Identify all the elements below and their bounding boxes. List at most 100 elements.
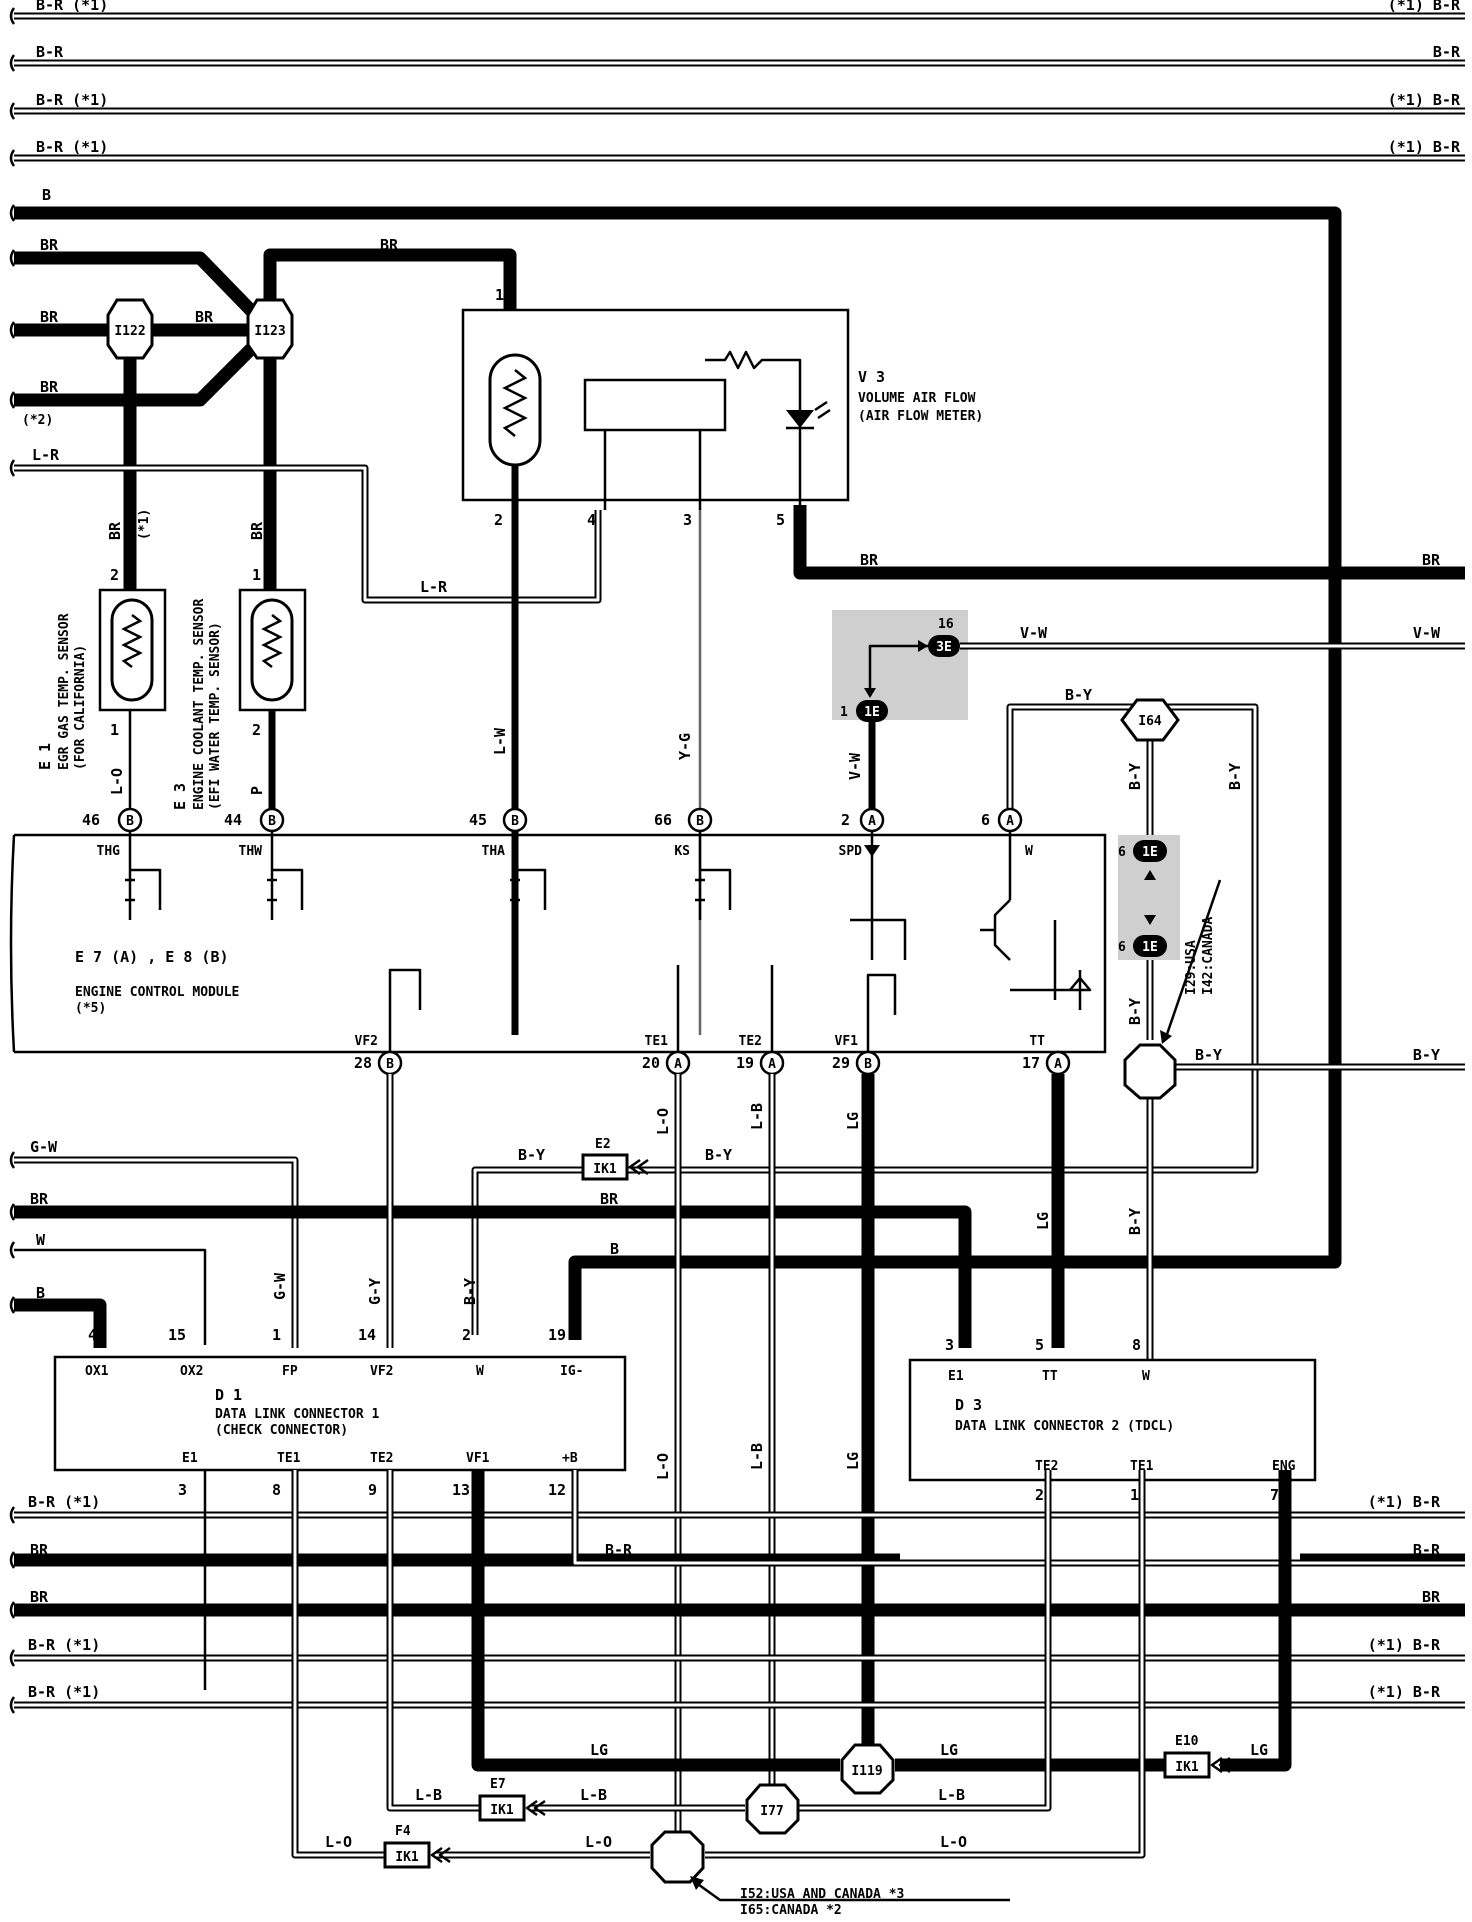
wire-label: L-O (585, 1833, 612, 1851)
svg-text:2: 2 (462, 1326, 471, 1344)
connector-pin: 1 (840, 705, 848, 720)
bus-top-2-right: B-R (1433, 43, 1461, 61)
wire-label: L-B (748, 1443, 766, 1470)
junction-note: I42:CANADA (1201, 917, 1216, 995)
pin-label: 4 (587, 511, 596, 529)
bus-top-4-right: (*1) B-R (1388, 138, 1461, 156)
svg-text:2: 2 (841, 811, 850, 829)
svg-text:W: W (1142, 1369, 1150, 1384)
top-bus (9, 7, 1465, 1340)
connector-pin: 16 (938, 617, 954, 632)
component-name: DATA LINK CONNECTOR 2 (TDCL) (955, 1419, 1174, 1434)
wire-label: L-B (938, 1786, 965, 1804)
wire-label: LG (1034, 1212, 1052, 1230)
wire-label: B (36, 1284, 45, 1302)
bus-label: BR (1422, 1588, 1441, 1606)
wire-label: L-B (415, 1786, 442, 1804)
svg-text:THW: THW (239, 844, 263, 859)
svg-text:20: 20 (642, 1054, 660, 1072)
svg-text:7: 7 (1270, 1486, 1279, 1504)
bus-label: B-R (*1) (28, 1683, 100, 1701)
bus-top-1-right: (*1) B-R (1388, 0, 1461, 14)
wire-label: BR (195, 308, 214, 326)
pin-label: 1 (110, 721, 119, 739)
v3-air-flow-meter: 1 2 4 3 5 V 3 VOLUME AIR FLOW (AIR FLOW … (461, 286, 983, 1035)
wire-label: B-Y (705, 1146, 732, 1164)
component-id: E 1 (36, 743, 54, 770)
wire-label: B-Y (1126, 998, 1144, 1025)
bus-label: (*1) B-R (1368, 1636, 1441, 1654)
wire-label: V-W (1020, 624, 1048, 642)
wire-label: L-B (748, 1103, 766, 1130)
junction-note: I52:USA AND CANADA *3 (740, 1887, 904, 1902)
wire-label: G-W (30, 1138, 58, 1156)
wire-label: B-Y (518, 1146, 545, 1164)
wire-label: B (610, 1240, 619, 1258)
wire-label: B-Y (1413, 1046, 1440, 1064)
speed-sensor-connector: 3E 16 1E 1 V-W V-W V-W (832, 610, 1465, 820)
bus-label: B-R (*1) (28, 1636, 100, 1654)
pin-label: 1 (495, 286, 504, 304)
svg-text:TT: TT (1029, 1034, 1045, 1049)
connector-id: E10 (1175, 1734, 1199, 1749)
svg-text:TE2: TE2 (370, 1451, 393, 1466)
bus-top-3-right: (*1) B-R (1388, 91, 1461, 109)
svg-text:THG: THG (97, 844, 121, 859)
svg-text:2: 2 (1035, 1486, 1044, 1504)
svg-text:E1: E1 (948, 1369, 964, 1384)
component-id: E 3 (171, 783, 189, 810)
wire-label: G-Y (366, 1278, 384, 1305)
component-name: ENGINE COOLANT TEMP. SENSOR (192, 599, 207, 810)
bus-top-4-left: B-R (*1) (36, 138, 108, 156)
component-id: D 3 (955, 1396, 982, 1414)
middle-wires: G-W BR BR W B B G-W G-Y B-Y L-O L-B LG L… (9, 1074, 1065, 1860)
wire-label: B-R (605, 1541, 633, 1559)
svg-text:44: 44 (224, 811, 242, 829)
wire-label: L-O (654, 1453, 672, 1480)
connector-id: E7 (490, 1777, 506, 1792)
svg-text:B: B (126, 814, 134, 829)
sensor-e1: 2 1 E 1 EGR GAS TEMP. SENSOR (FOR CALIFO… (36, 509, 167, 820)
svg-text:TT: TT (1042, 1369, 1058, 1384)
wire-label: P (248, 786, 266, 795)
by-wires: I64 1E 1E 6 6 B-Y B-Y B-Y B-Y B-Y B-Y B-… (471, 686, 1465, 1360)
wire-label: BR (248, 521, 266, 540)
component-id: D 1 (215, 1386, 242, 1404)
connector-id: F4 (395, 1824, 411, 1839)
svg-text:A: A (868, 814, 876, 829)
component-sub: (AIR FLOW METER) (858, 409, 983, 424)
connector-id: E2 (595, 1137, 611, 1152)
wire-label: V-W (846, 752, 864, 780)
wire-label: BR (106, 521, 124, 540)
wire-label: BR (30, 1190, 49, 1208)
wire-label: Y-G (676, 733, 694, 760)
svg-text:OX1: OX1 (85, 1364, 109, 1379)
svg-text:B: B (386, 1057, 394, 1072)
pin-label: 2 (110, 566, 119, 584)
svg-text:4: 4 (88, 1326, 97, 1344)
svg-text:E1: E1 (182, 1451, 198, 1466)
connector-pin: 6 (1118, 845, 1126, 860)
component-name: VOLUME AIR FLOW (858, 391, 976, 406)
svg-text:8: 8 (272, 1481, 281, 1499)
br-feeds: BR BR BR BR (*2) BR (9, 236, 517, 590)
svg-text:12: 12 (548, 1481, 566, 1499)
wire-label: L-R (32, 446, 60, 464)
svg-text:28: 28 (354, 1054, 372, 1072)
wire-label: B-Y (1126, 1208, 1144, 1235)
bus-label: B-R (*1) (28, 1493, 100, 1511)
svg-text:3: 3 (945, 1336, 954, 1354)
wire-label: BR (1422, 551, 1441, 569)
svg-text:VF1: VF1 (466, 1451, 490, 1466)
pin-label: 2 (252, 721, 261, 739)
bus-top-5-left: B (42, 186, 51, 204)
wire-label: B-Y (1226, 763, 1244, 790)
svg-text:TE1: TE1 (1130, 1459, 1154, 1474)
svg-text:TE2: TE2 (739, 1034, 762, 1049)
